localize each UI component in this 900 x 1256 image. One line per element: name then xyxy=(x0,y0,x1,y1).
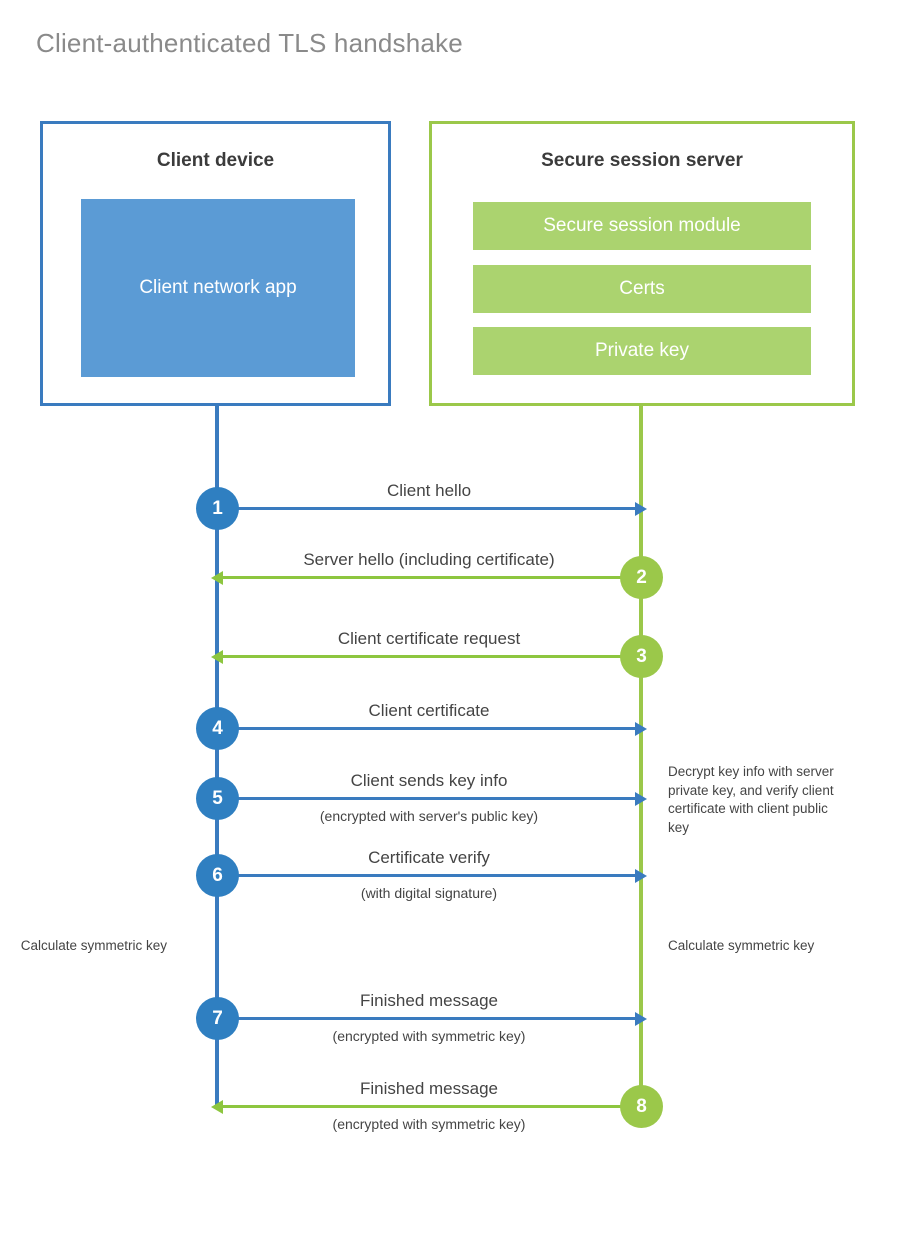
step-circle-6[interactable]: 6 xyxy=(196,854,239,897)
arrow-head-step-3 xyxy=(211,649,223,664)
arrow-step-7 xyxy=(217,1011,647,1026)
arrow-head-step-5 xyxy=(635,791,647,806)
server-component-secure-session-module: Secure session module xyxy=(473,202,811,250)
step-circle-4[interactable]: 4 xyxy=(196,707,239,750)
arrow-step-1 xyxy=(217,501,647,516)
message-label-step-5: Client sends key info xyxy=(350,771,508,790)
message-label-step-3: Client certificate request xyxy=(337,629,521,648)
note-server-calculate-symmetric-key: Calculate symmetric key xyxy=(668,938,815,953)
secure-session-server-title: Secure session server xyxy=(541,150,743,171)
message-label-step-1: Client hello xyxy=(386,481,472,500)
step-circle-3[interactable]: 3 xyxy=(620,635,663,678)
step-circle-7[interactable]: 7 xyxy=(196,997,239,1040)
arrow-head-step-6 xyxy=(635,868,647,883)
client-lifeline xyxy=(215,405,219,1107)
message-label-step-7: Finished message xyxy=(360,991,498,1010)
message-label-step-6: Certificate verify xyxy=(368,848,490,867)
step-circle-8[interactable]: 8 xyxy=(620,1085,663,1128)
page-title: Client-authenticated TLS handshake xyxy=(36,28,463,58)
server-component-private-key: Private key xyxy=(473,327,811,375)
arrow-head-step-2 xyxy=(211,570,223,585)
arrow-step-8 xyxy=(211,1099,641,1114)
server-component-certs: Certs xyxy=(473,265,811,313)
server-lifeline xyxy=(639,405,643,1107)
message-sublabel-step-7: (encrypted with symmetric key) xyxy=(332,1028,526,1044)
message-label-step-8: Finished message xyxy=(360,1079,498,1098)
note-client-calculate-symmetric-key: Calculate symmetric key xyxy=(20,938,167,953)
arrow-head-step-1 xyxy=(635,501,647,516)
arrow-step-2 xyxy=(211,570,641,585)
message-sublabel-step-6: (with digital signature) xyxy=(360,885,498,901)
message-sublabel-step-8: (encrypted with symmetric key) xyxy=(332,1116,526,1132)
client-device-box: Client device Client network app xyxy=(40,121,391,406)
arrow-step-5 xyxy=(217,791,647,806)
arrow-head-step-8 xyxy=(211,1099,223,1114)
client-device-title: Client device xyxy=(156,150,275,171)
step-circle-1[interactable]: 1 xyxy=(196,487,239,530)
note-server-decrypt: Decrypt key info with server private key… xyxy=(668,764,834,835)
arrow-step-4 xyxy=(217,721,647,736)
arrow-head-step-7 xyxy=(635,1011,647,1026)
message-label-step-2: Server hello (including certificate) xyxy=(303,550,555,569)
arrow-step-6 xyxy=(217,868,647,883)
step-circle-2[interactable]: 2 xyxy=(620,556,663,599)
message-sublabel-step-5: (encrypted with server's public key) xyxy=(319,808,539,824)
secure-session-server-box: Secure session server Secure session mod… xyxy=(429,121,855,406)
message-label-step-4: Client certificate xyxy=(368,701,490,720)
arrow-step-3 xyxy=(211,649,641,664)
arrow-head-step-4 xyxy=(635,721,647,736)
client-network-app-block: Client network app xyxy=(81,199,355,377)
step-circle-5[interactable]: 5 xyxy=(196,777,239,820)
